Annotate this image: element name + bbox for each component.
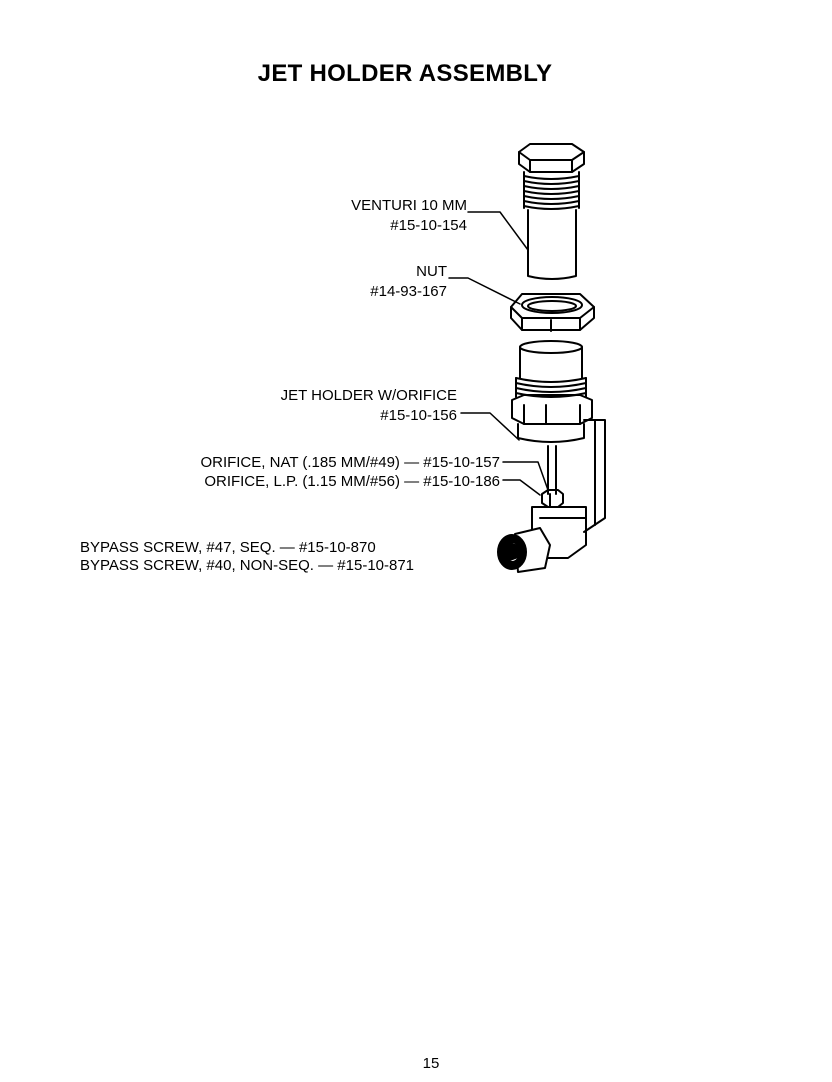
venturi-label: VENTURI 10 MM #15-10-154 [300, 196, 467, 236]
leader-lines [448, 211, 549, 496]
bypass-screw-nonseq-label: BYPASS SCREW, #40, NON-SEQ. — #15-10-871 [80, 557, 415, 574]
nut-name: NUT [416, 263, 447, 280]
venturi-name: VENTURI 10 MM [351, 197, 467, 214]
jet-holder-part-number: #15-10-156 [380, 407, 457, 424]
nut-part [510, 293, 595, 332]
bypass-screw-seq-label: BYPASS SCREW, #47, SEQ. — #15-10-870 [80, 539, 376, 556]
orifice-nat-label: ORIFICE, NAT (.185 MM/#49) — #15-10-157 [200, 454, 500, 471]
nut-label: NUT #14-93-167 [300, 262, 447, 302]
jet-holder-part [497, 340, 606, 573]
page-title: JET HOLDER ASSEMBLY [257, 60, 553, 87]
page-number: 15 [422, 1055, 440, 1072]
orifice-lp-label: ORIFICE, L.P. (1.15 MM/#56) — #15-10-186 [204, 473, 500, 490]
nut-part-number: #14-93-167 [370, 283, 447, 300]
venturi-part [518, 143, 585, 280]
jet-holder-label: JET HOLDER W/ORIFICE #15-10-156 [200, 386, 457, 426]
venturi-part-number: #15-10-154 [390, 217, 467, 234]
jet-holder-name: JET HOLDER W/ORIFICE [280, 387, 457, 404]
